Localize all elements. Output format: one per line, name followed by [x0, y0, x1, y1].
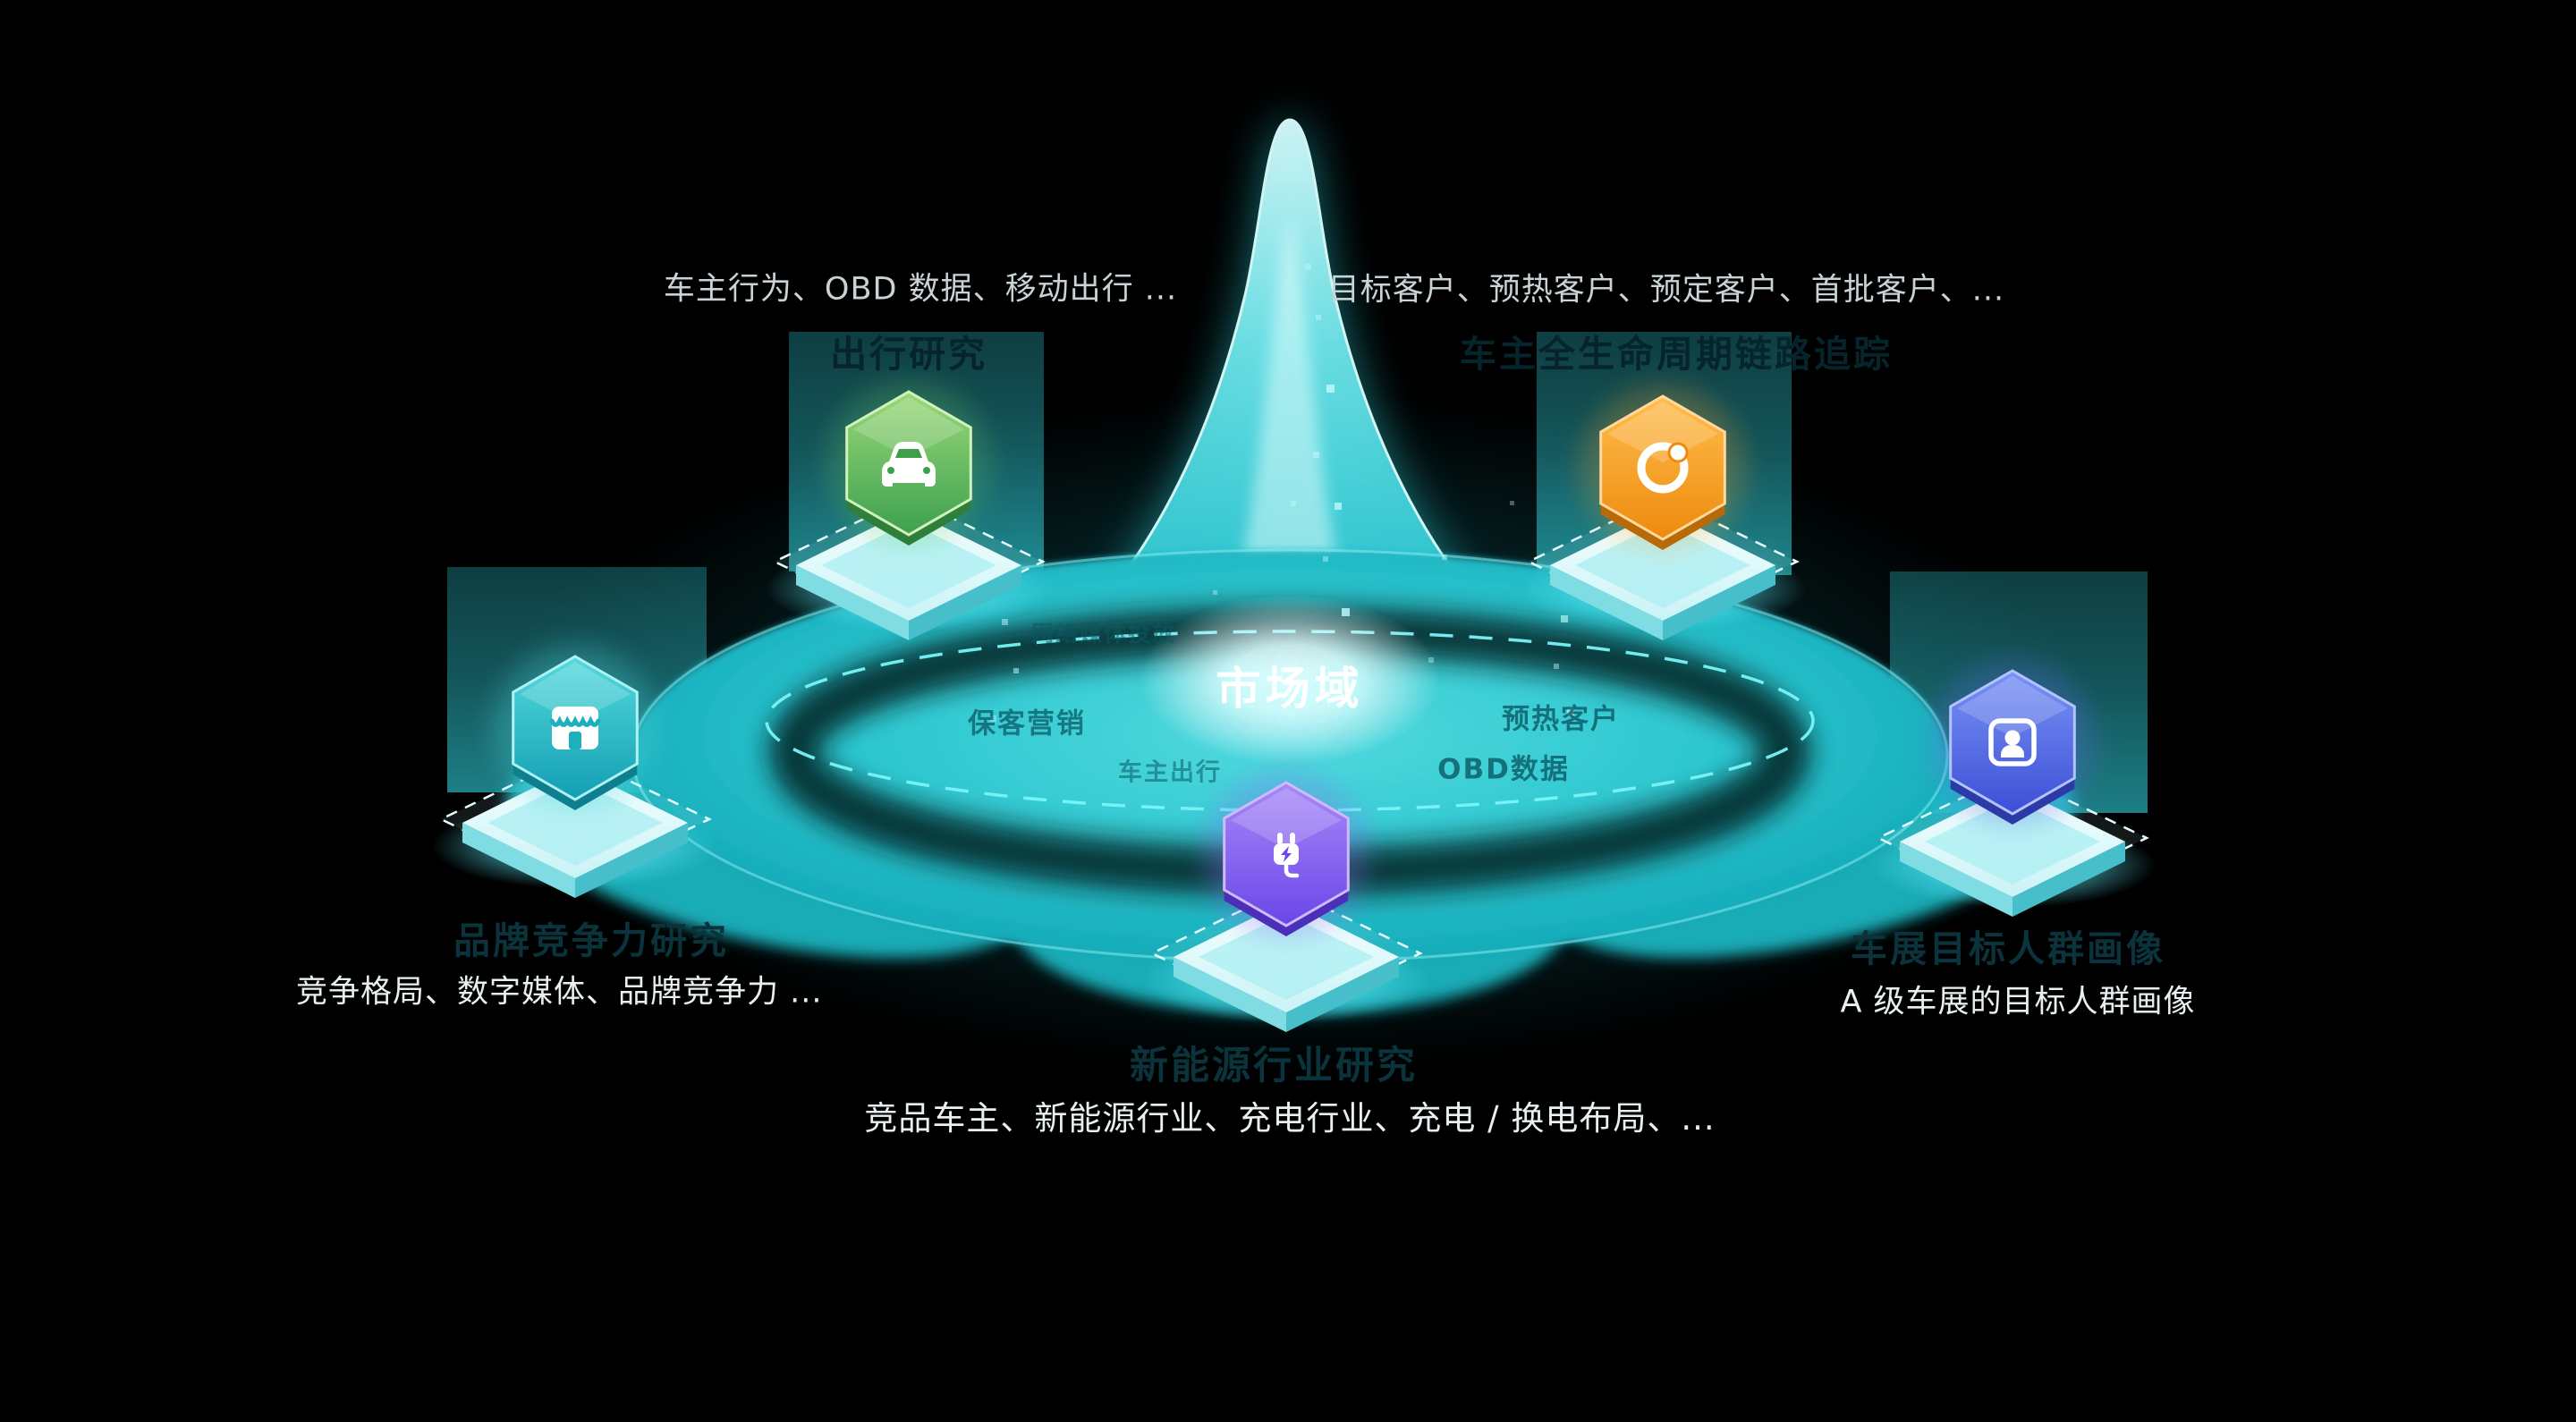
hex-audience-profile	[1930, 660, 2095, 825]
node-title-brand-competition: 品牌竞争力研究	[453, 919, 729, 962]
floating-keyword: OBD数据	[1437, 753, 1570, 786]
data-particles	[990, 264, 1574, 723]
floating-keyword: 网络媒体投放	[1030, 621, 1177, 647]
floating-keyword: 预热客户	[1502, 703, 1620, 736]
subtitle-audience-profile: A 级车展的目标人群画像	[1840, 984, 2196, 1020]
subtitle-lifecycle-tracking: 目标客户、预热客户、预定客户、首批客户、...	[1327, 272, 2005, 309]
subtitle-nev-research: 竞品车主、新能源行业、充电行业、充电 / 换电布局、...	[864, 1099, 1716, 1138]
orbit-icon	[1637, 442, 1689, 494]
node-title-nev-research: 新能源行业研究	[1130, 1044, 1418, 1088]
subtitle-travel-research: 车主行为、OBD 数据、移动出行 ...	[663, 271, 1178, 308]
car-icon	[882, 442, 936, 487]
hex-brand-competition	[493, 646, 657, 810]
hex-lifecycle-tracking	[1580, 385, 1745, 550]
hex-travel-research	[826, 381, 991, 546]
center-glow	[1140, 595, 1440, 765]
node-title-lifecycle-tracking: 车主全生命周期链路追踪	[1460, 333, 1893, 376]
storefront-icon	[549, 707, 601, 749]
node-title-audience-profile: 车展目标人群画像	[1851, 927, 2165, 970]
floating-keyword: 车主出行	[1118, 758, 1222, 787]
floating-keyword: 保客营销	[968, 707, 1086, 741]
node-title-travel-research: 出行研究	[830, 333, 987, 376]
hex-nev-research	[1204, 772, 1368, 936]
subtitle-brand-competition: 竞争格局、数字媒体、品牌竞争力 ...	[296, 974, 823, 1011]
center-label: 市场域	[1216, 663, 1364, 715]
person-icon	[1988, 718, 2037, 766]
vortex-peak	[1117, 118, 1462, 620]
charging-icon	[1274, 833, 1300, 878]
